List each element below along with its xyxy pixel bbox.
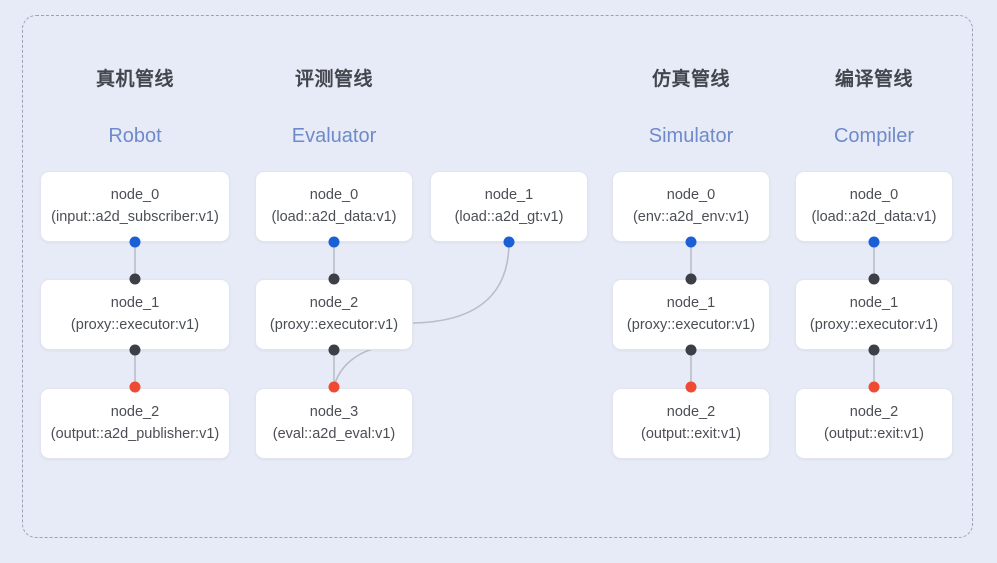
port-out-icon-compiler-0[interactable] <box>868 236 880 248</box>
column-title-robot: 真机管线 <box>95 69 174 90</box>
node-evaluator-0[interactable]: node_0 (load::a2d_data:v1) <box>255 171 413 242</box>
node-name: node_3 <box>309 404 359 421</box>
node-compiler-1[interactable]: node_1 (proxy::executor:v1) <box>795 279 953 350</box>
node-evaluator-3[interactable]: node_3 (eval::a2d_eval:v1) <box>255 388 413 459</box>
node-name: node_0 <box>849 187 899 204</box>
node-evaluator-2[interactable]: node_2 (proxy::executor:v1) <box>255 279 413 350</box>
diagram-dashed-frame <box>22 15 973 538</box>
port-terminal-icon-compiler-2[interactable] <box>868 381 880 393</box>
node-kind: (output::exit:v1) <box>824 425 924 442</box>
node-kind: (output::exit:v1) <box>641 425 741 442</box>
port-out-icon-compiler-1[interactable] <box>868 344 880 356</box>
port-in-icon-evaluator-2[interactable] <box>328 273 340 285</box>
node-kind: (proxy::executor:v1) <box>809 316 939 333</box>
column-subtitle-robot: Robot <box>108 125 162 147</box>
column-subtitle-compiler: Compiler <box>833 125 915 147</box>
node-evaluator-gt[interactable]: node_1 (load::a2d_gt:v1) <box>430 171 588 242</box>
column-title-compiler: 编译管线 <box>834 69 913 90</box>
node-kind: (proxy::executor:v1) <box>70 316 200 333</box>
port-out-icon-simulator-0[interactable] <box>685 236 697 248</box>
port-terminal-icon-evaluator-3[interactable] <box>328 381 340 393</box>
node-kind: (eval::a2d_eval:v1) <box>272 425 396 442</box>
port-out-icon-simulator-1[interactable] <box>685 344 697 356</box>
node-robot-2[interactable]: node_2 (output::a2d_publisher:v1) <box>40 388 230 459</box>
port-out-icon-evaluator-0[interactable] <box>328 236 340 248</box>
node-compiler-2[interactable]: node_2 (output::exit:v1) <box>795 388 953 459</box>
port-in-icon-robot-1[interactable] <box>129 273 141 285</box>
node-kind: (output::a2d_publisher:v1) <box>50 425 220 442</box>
node-kind: (load::a2d_gt:v1) <box>454 208 564 225</box>
port-out-icon-robot-0[interactable] <box>129 236 141 248</box>
node-kind: (env::a2d_env:v1) <box>632 208 750 225</box>
node-name: node_2 <box>849 404 899 421</box>
port-terminal-icon-simulator-2[interactable] <box>685 381 697 393</box>
node-simulator-2[interactable]: node_2 (output::exit:v1) <box>612 388 770 459</box>
port-out-icon-evaluator-gt[interactable] <box>503 236 515 248</box>
node-simulator-1[interactable]: node_1 (proxy::executor:v1) <box>612 279 770 350</box>
node-name: node_2 <box>110 404 160 421</box>
node-kind: (proxy::executor:v1) <box>269 316 399 333</box>
node-robot-0[interactable]: node_0 (input::a2d_subscriber:v1) <box>40 171 230 242</box>
node-kind: (load::a2d_data:v1) <box>811 208 937 225</box>
port-in-icon-compiler-1[interactable] <box>868 273 880 285</box>
node-robot-1[interactable]: node_1 (proxy::executor:v1) <box>40 279 230 350</box>
node-name: node_2 <box>666 404 716 421</box>
node-name: node_0 <box>666 187 716 204</box>
edge-gt-to-eval <box>333 346 381 388</box>
port-out-icon-robot-1[interactable] <box>129 344 141 356</box>
node-name: node_2 <box>309 295 359 312</box>
column-subtitle-simulator: Simulator <box>648 125 734 147</box>
node-kind: (input::a2d_subscriber:v1) <box>51 208 219 225</box>
node-compiler-0[interactable]: node_0 (load::a2d_data:v1) <box>795 171 953 242</box>
node-name: node_1 <box>849 295 899 312</box>
node-kind: (proxy::executor:v1) <box>626 316 756 333</box>
node-name: node_1 <box>110 295 160 312</box>
node-name: node_0 <box>110 187 160 204</box>
node-kind: (load::a2d_data:v1) <box>271 208 397 225</box>
edge-gt-to-executor <box>412 241 510 324</box>
node-name: node_0 <box>309 187 359 204</box>
column-subtitle-evaluator: Evaluator <box>291 125 377 147</box>
column-title-simulator: 仿真管线 <box>651 69 730 90</box>
node-name: node_1 <box>484 187 534 204</box>
node-name: node_1 <box>666 295 716 312</box>
port-terminal-icon-robot-2[interactable] <box>129 381 141 393</box>
node-simulator-0[interactable]: node_0 (env::a2d_env:v1) <box>612 171 770 242</box>
port-out-icon-evaluator-2[interactable] <box>328 344 340 356</box>
column-title-evaluator: 评测管线 <box>294 69 373 90</box>
port-in-icon-simulator-1[interactable] <box>685 273 697 285</box>
